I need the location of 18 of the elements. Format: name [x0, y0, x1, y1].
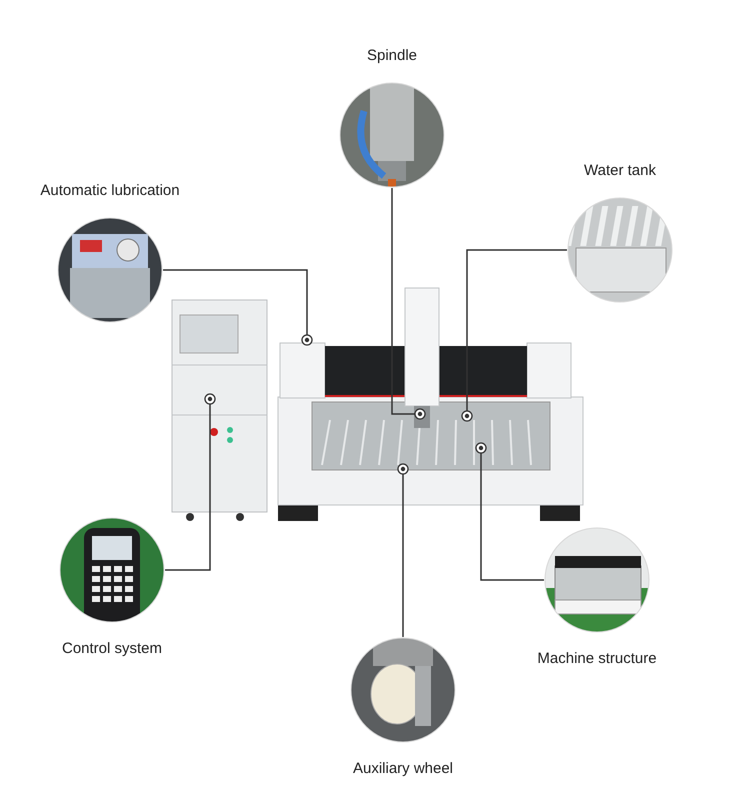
- leader-line: [480, 453, 544, 581]
- marker-dot: [397, 463, 409, 475]
- callout-label: Spindle: [366, 47, 418, 65]
- leader-line: [402, 474, 404, 637]
- callout-label: Control system: [62, 640, 162, 658]
- leader-line: [466, 249, 567, 411]
- leader-line: [165, 404, 211, 571]
- marker-dot: [204, 393, 216, 405]
- leader-line: [391, 188, 415, 415]
- callout-label: Automatic lubrication: [40, 182, 180, 200]
- leader-line: [162, 269, 308, 335]
- callout-label: Auxiliary wheel: [352, 760, 454, 778]
- callout-label: Machine structure: [537, 650, 657, 668]
- marker-dot: [301, 334, 313, 346]
- marker-dot: [414, 408, 426, 420]
- callout-label: Water tank: [584, 162, 656, 180]
- marker-dot: [461, 410, 473, 422]
- marker-dot: [475, 442, 487, 454]
